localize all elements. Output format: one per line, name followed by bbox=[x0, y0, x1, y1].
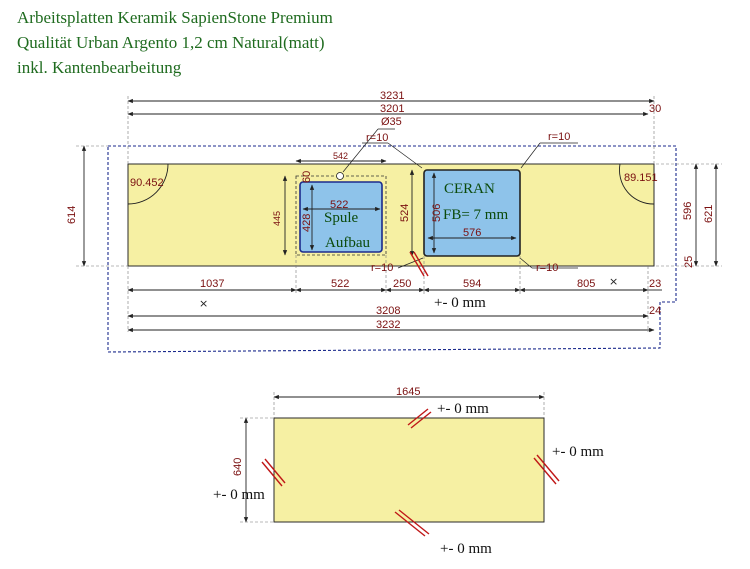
right-offset: 30 bbox=[649, 103, 661, 115]
cooktop-label-line1: CERAN bbox=[444, 181, 495, 197]
cooktop-radius-right: r=10 bbox=[548, 131, 570, 143]
left-height: 614 bbox=[66, 206, 78, 224]
cooktop-width: 576 bbox=[463, 227, 481, 239]
segment-6: 23 bbox=[649, 278, 661, 290]
countertop-slab bbox=[127, 163, 655, 267]
left-angle-arc bbox=[127, 163, 169, 205]
overall-top: 3231 bbox=[380, 90, 404, 102]
faucet-hole bbox=[336, 172, 344, 180]
upper-tolerance: +- 0 mm bbox=[434, 295, 486, 311]
cooktop-radius-bottom-right: r=10 bbox=[536, 262, 558, 274]
header-line-3: inkl. Kantenbearbeitung bbox=[17, 58, 182, 77]
bottom-segment-dims bbox=[127, 255, 662, 332]
upper-plate: 90.452 89.151 Spule Aufbau 542 522 445 4… bbox=[66, 90, 722, 353]
sink-cutout bbox=[299, 181, 383, 253]
hole-diameter: Ø35 bbox=[381, 116, 402, 128]
left-angle-label: 90.452 bbox=[130, 177, 164, 189]
cooktop-height: 506 bbox=[431, 204, 443, 222]
right-outer-height: 621 bbox=[703, 205, 715, 223]
cooktop-radius-leader bbox=[387, 142, 423, 169]
lower-tol-top: +- 0 mm bbox=[437, 401, 489, 417]
sink-outer-height: 445 bbox=[272, 211, 282, 226]
segment-1: 1037 bbox=[200, 278, 224, 290]
segment-2: 522 bbox=[331, 278, 349, 290]
right-angle-label: 89.151 bbox=[624, 172, 658, 184]
right-small-height: 25 bbox=[683, 256, 695, 268]
lower-height: 640 bbox=[232, 458, 244, 476]
cooktop-radius-top: r=10 bbox=[366, 132, 388, 144]
cooktop-radius-bottom-left: r=10 bbox=[371, 262, 393, 274]
hole-leader bbox=[342, 128, 379, 173]
header-line-1: Arbeitsplatten Keramik SapienStone Premi… bbox=[17, 8, 333, 27]
sink-label-line1: Spule bbox=[324, 210, 359, 226]
lower-tol-left: +- 0 mm bbox=[213, 487, 265, 503]
lower-tol-right: +- 0 mm bbox=[552, 444, 604, 460]
lower-tol-bottom: +- 0 mm bbox=[440, 541, 492, 557]
frame-outline bbox=[107, 145, 677, 353]
cooktop-label-line2: FB= 7 mm bbox=[443, 207, 508, 223]
edge-mark-cooktop bbox=[409, 251, 429, 277]
edge-mark-top bbox=[407, 408, 432, 429]
lower-slab bbox=[273, 417, 545, 523]
right-angle-arc bbox=[619, 163, 655, 205]
lower-plate: 1645 640 +- 0 mm +- 0 mm +- 0 mm +- 0 mm bbox=[213, 386, 604, 557]
edge-mark-right bbox=[533, 454, 560, 485]
segment-3: 250 bbox=[393, 278, 411, 290]
sink-label-line2: Aufbau bbox=[325, 235, 370, 251]
segment-5: 805 bbox=[577, 278, 595, 290]
header-line-2: Qualität Urban Argento 1,2 cm Natural(ma… bbox=[17, 33, 325, 52]
sink-inner-height: 428 bbox=[301, 214, 313, 232]
edge-mark-left bbox=[261, 458, 286, 487]
overall-length: 3232 bbox=[376, 319, 400, 331]
right-small-width: 24 bbox=[649, 305, 661, 317]
length-top: 3201 bbox=[380, 103, 404, 115]
segment-4: 594 bbox=[463, 278, 481, 290]
marker-x-left: × bbox=[199, 297, 208, 310]
sink-top-offset: 60 bbox=[301, 171, 313, 183]
sink-outer-width: 542 bbox=[333, 151, 348, 161]
total-length: 3208 bbox=[376, 305, 400, 317]
cooktop-cutout bbox=[423, 169, 521, 257]
right-inner-height: 596 bbox=[682, 202, 694, 220]
cooktop-depth: 524 bbox=[399, 204, 411, 222]
lower-width: 1645 bbox=[396, 386, 420, 398]
sink-inner-width: 522 bbox=[330, 199, 348, 211]
edge-mark-bottom bbox=[394, 509, 430, 537]
marker-x-right: × bbox=[609, 275, 618, 288]
